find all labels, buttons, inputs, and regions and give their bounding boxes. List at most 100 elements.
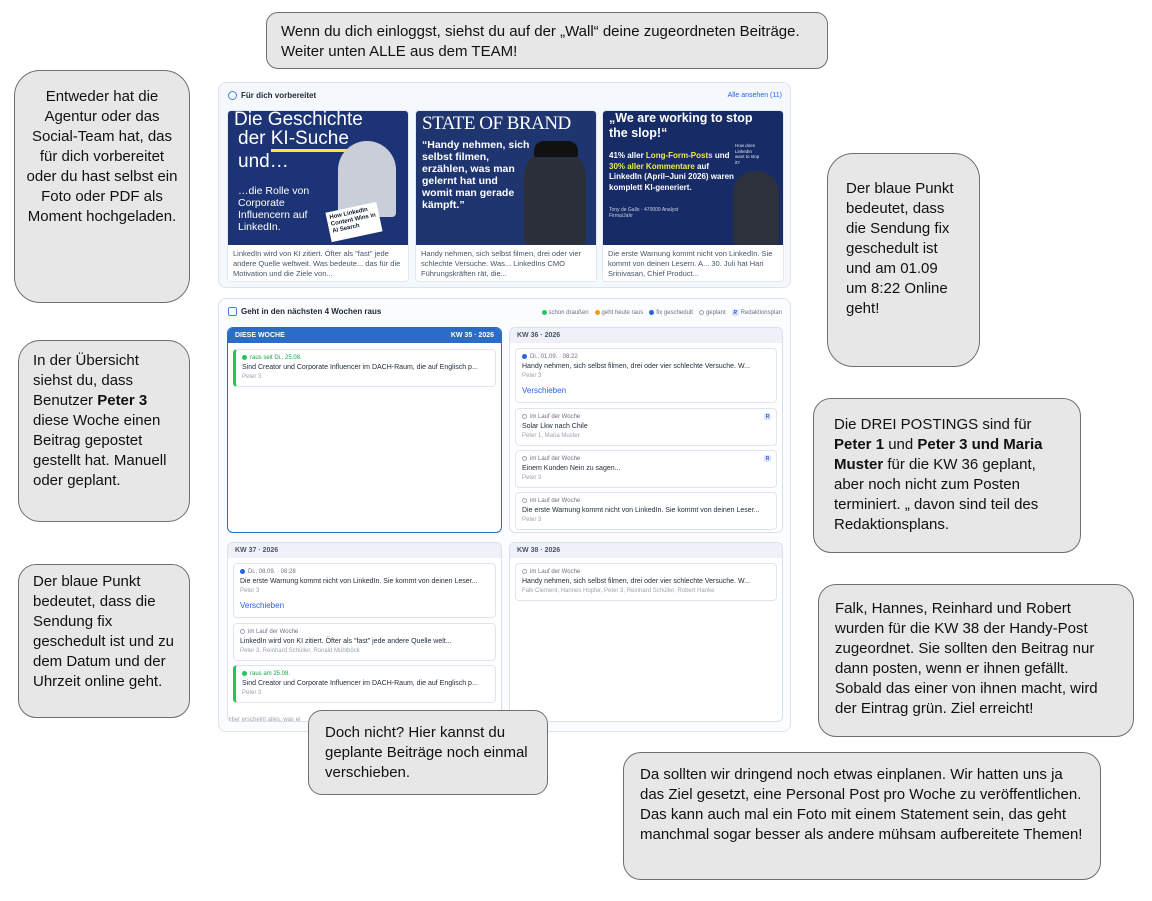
green-dot-icon (242, 355, 247, 360)
status-legend: schon draußen geht heute raus fix gesche… (541, 309, 782, 316)
post-item[interactable]: im Lauf der Woche Handy nehmen, sich sel… (515, 563, 777, 601)
prepared-card-3[interactable]: „We are working to stop the slop!“ 41% a… (602, 110, 784, 282)
schedule-panel: Geht in den nächsten 4 Wochen raus schon… (218, 298, 791, 732)
card-headline-2: der KI-Suche (238, 128, 349, 152)
week-kw38: KW 38 · 2026 im Lauf der Woche Handy neh… (509, 542, 783, 722)
post-assignee: Peter 3 (240, 588, 260, 594)
week-kw37: KW 37 · 2026 Di., 08.09. · 08:28 Die ers… (227, 542, 502, 722)
callout-blue-dot-kw37: Der blaue Punkt bedeutet, dass die Sendu… (18, 564, 234, 718)
card-image: STATE OF BRAND “Handy nehmen, sich selbs… (416, 111, 596, 245)
post-title: Die erste Warnung kommt nicht von Linked… (522, 507, 760, 514)
r-badge-icon: R (764, 455, 771, 462)
post-item[interactable]: Di., 08.09. · 08:28 Die erste Warnung ko… (233, 563, 496, 618)
r-badge-icon: R (731, 309, 739, 316)
card-stats: 41% aller Long-Form-Posts und 30% aller … (609, 151, 734, 192)
cap-shape (534, 141, 578, 157)
legend-item: geplant (698, 310, 726, 316)
post-title: Sind Creator und Corporate Influencer im… (242, 680, 478, 687)
prepared-panel: Für dich vorbereitet Alle ansehen (11) D… (218, 82, 791, 288)
post-assignee: Peter 3 (242, 690, 262, 696)
post-title: Einem Kunden Nein zu sagen... (522, 465, 621, 472)
card-image: „We are working to stop the slop!“ 41% a… (603, 111, 783, 245)
card-headline: „We are working to stop the slop!“ (609, 111, 753, 140)
reschedule-button[interactable]: Verschieben (240, 601, 285, 610)
target-icon (228, 91, 237, 100)
callout-plan-more: Da sollten wir dringend noch etwas einpl… (600, 664, 1101, 880)
week-kw36: KW 36 · 2026 Di., 01.09. · 08:22 Handy n… (509, 327, 783, 533)
green-dot-icon (541, 310, 547, 315)
book-cover: How LinkedIn Content Wins in AI Search (325, 201, 383, 243)
post-item[interactable]: im Lauf der Woche Die erste Warnung komm… (515, 492, 777, 530)
week-header: KW 37 · 2026 (228, 543, 501, 558)
post-item[interactable]: Di., 01.09. · 08:22 Handy nehmen, sich s… (515, 348, 777, 403)
card-source: Tony de Gallo · 470000 Analyst Firma/Jah… (609, 207, 679, 219)
post-title: Sind Creator und Corporate Influencer im… (242, 364, 478, 371)
post-item[interactable]: im Lauf der Woche Einem Kunden Nein zu s… (515, 450, 777, 488)
card-image: Die Geschichte der KI-Suche und… …die Ro… (228, 111, 408, 245)
card-subline: …die Rolle von Corporate Influencern auf… (238, 185, 310, 233)
post-item[interactable]: raus seit Di., 25.08. Sind Creator und C… (233, 349, 496, 387)
schedule-title: Geht in den nächsten 4 Wochen raus (241, 307, 382, 316)
reschedule-button[interactable]: Verschieben (522, 386, 567, 395)
callout-reschedule: Doch nicht? Hier kannst du geplante Beit… (298, 632, 548, 795)
post-title: LinkedIn wird von KI zitiert. Öfter als … (240, 638, 452, 645)
post-assignee: Peter 3 (522, 475, 542, 481)
post-item[interactable]: im Lauf der Woche LinkedIn wird von KI z… (233, 623, 496, 661)
post-assignee: Peter 3 (522, 517, 542, 523)
prepared-header: Für dich vorbereitet (228, 91, 316, 100)
calendar-icon (228, 307, 237, 316)
callout-prepared: Entweder hat die Agentur oder das Social… (14, 70, 231, 303)
post-assignee: Peter 3, Reinhard Schüller, Ronald Mühlb… (240, 648, 360, 654)
prepared-card-2[interactable]: STATE OF BRAND “Handy nehmen, sich selbs… (415, 110, 597, 282)
ring-icon (240, 629, 245, 634)
ring-icon (522, 498, 527, 503)
post-title: Solar Lkw nach Chile (522, 423, 588, 430)
legend-item: schon draußen (541, 310, 589, 316)
callout-wall: Wenn du dich einloggst, siehst du auf de… (266, 12, 828, 113)
green-dot-icon (242, 671, 247, 676)
card-caption: Die erste Warnung kommt nicht von Linked… (608, 249, 773, 278)
ring-icon (522, 456, 527, 461)
week-header: KW 36 · 2026 (510, 328, 782, 343)
prepared-title: Für dich vorbereitet (241, 91, 317, 100)
card-headline: Die Geschichte (234, 111, 363, 130)
callout-blue-dot-kw36: Der blaue Punkt bedeutet, dass die Sendu… (757, 153, 980, 367)
card-caption: Handy nehmen, sich selbst filmen, drei o… (421, 249, 582, 278)
blue-dot-icon (522, 354, 527, 359)
schedule-header: Geht in den nächsten 4 Wochen raus (228, 307, 381, 316)
post-title: Handy nehmen, sich selbst filmen, drei o… (522, 363, 750, 370)
app-wall: Für dich vorbereitet Alle ansehen (11) D… (218, 82, 791, 732)
legend-item: geht heute raus (594, 310, 643, 316)
post-item[interactable]: raus am 25.08. Sind Creator und Corporat… (233, 665, 496, 703)
card-quote: “Handy nehmen, sich selbst filmen, erzäh… (422, 139, 530, 211)
callout-overview: In der Übersicht siehst du, dass Benutze… (18, 340, 234, 522)
blue-dot-icon (649, 310, 655, 315)
view-all-link[interactable]: Alle ansehen (11) (727, 92, 782, 99)
card-caption: LinkedIn wird von KI zitiert. Öfter als … (233, 249, 401, 278)
portrait (524, 147, 586, 245)
post-title: Die erste Warnung kommt nicht von Linked… (240, 578, 478, 585)
week-header: KW 38 · 2026 (510, 543, 782, 558)
ring-icon (698, 310, 704, 315)
portrait (733, 171, 779, 245)
post-assignee: Falk Clement, Hannes Hopfer, Peter 3, Re… (522, 588, 715, 594)
card-note: How does LinkedIn want to stop it? (735, 143, 760, 165)
ring-icon (522, 569, 527, 574)
blue-dot-icon (240, 569, 245, 574)
post-assignee: Peter 3 (242, 374, 262, 380)
prepared-card-1[interactable]: Die Geschichte der KI-Suche und… …die Ro… (227, 110, 409, 282)
post-assignee: Peter 3 (522, 373, 542, 379)
post-assignee: Peter 1, Maria Muster (522, 433, 580, 439)
card-headline-3: und… (238, 151, 289, 172)
orange-dot-icon (594, 310, 600, 315)
post-item[interactable]: im Lauf der Woche Solar Lkw nach Chile P… (515, 408, 777, 446)
r-badge-icon: R (764, 413, 771, 420)
post-title: Handy nehmen, sich selbst filmen, drei o… (522, 578, 750, 585)
ring-icon (522, 414, 527, 419)
callout-three-postings: Die DREI POSTINGS sind für Peter 1 und P… (763, 398, 1081, 553)
callout-kw38: Falk, Hannes, Reinhard und Robert wurden… (776, 584, 1134, 737)
legend-item: fix geschedult (649, 310, 693, 316)
